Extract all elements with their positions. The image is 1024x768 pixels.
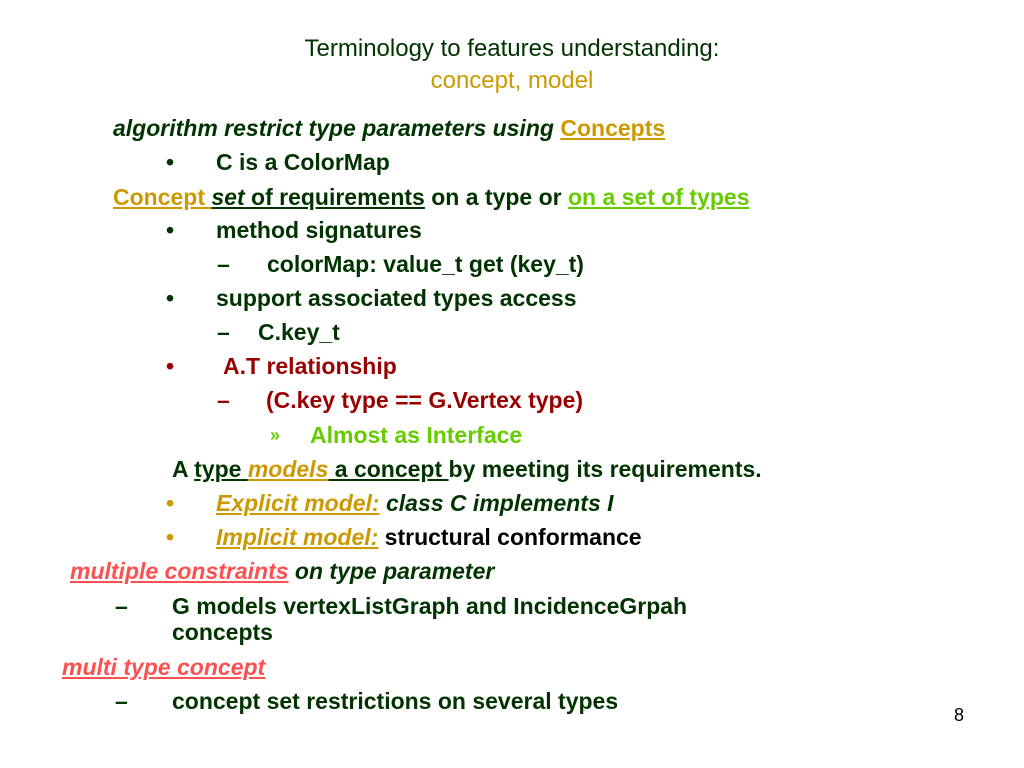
bullet-icon: • (166, 285, 175, 311)
dash-icon: – (115, 688, 128, 714)
multi-type-concept-link[interactable]: multi type concept (62, 654, 266, 680)
subbullet-text: C.key_t (258, 319, 340, 345)
set-of-types-link[interactable]: on a set of types (568, 184, 750, 210)
concept-link[interactable]: Concept (113, 184, 212, 210)
concepts-link[interactable]: Concepts (560, 115, 666, 141)
slide-title: Terminology to features understanding: (304, 35, 720, 62)
explicit-model-link[interactable]: Explicit model: (216, 490, 380, 516)
subbullet-text: colorMap: value_t get (key_t) (267, 251, 584, 277)
subbullet-text-1: G models vertexListGraph and IncidenceGr… (172, 593, 688, 619)
bullet-icon: • (166, 217, 175, 243)
bullet-text: method signatures (216, 217, 422, 243)
bullet-icon: • (166, 490, 175, 516)
subbullet-text-2: concepts (172, 619, 273, 645)
raquo-icon: » (270, 425, 281, 445)
line-algorithm: algorithm restrict type parameters using… (113, 114, 665, 142)
a-concept-link[interactable]: a concept (328, 456, 449, 482)
subsubbullet-text: Almost as Interface (310, 422, 523, 448)
bullet-text: A.T relationship (223, 353, 397, 379)
line-algorithm-text: algorithm restrict type parameters using (113, 115, 561, 141)
line-concept-set: Concept set of requirements on a type or… (113, 183, 749, 211)
bullet-text: C is a ColorMap (216, 149, 390, 175)
implicit-model-text: structural conformance (378, 524, 642, 550)
dash-icon: – (115, 593, 128, 619)
line-type-models: A type models a concept by meeting its r… (172, 455, 762, 483)
subbullet-text: concept set restrictions on several type… (172, 688, 619, 714)
bullet-icon: • (166, 149, 175, 175)
line-multiple-constraints: multiple constraints on type parameter (70, 557, 494, 585)
implicit-model-link[interactable]: Implicit model: (216, 524, 379, 550)
set-link[interactable]: set (211, 184, 245, 210)
slide-subtitle: concept, model (430, 67, 594, 94)
requirements-link[interactable]: of requirements (244, 184, 425, 210)
type-link[interactable]: type (194, 456, 248, 482)
page-number: 8 (953, 705, 964, 725)
line-on-type-parameter: on type parameter (288, 558, 495, 584)
line-a: A (172, 456, 195, 482)
subbullet-text: (C.key type == G.Vertex type) (266, 387, 584, 413)
explicit-model-text: class C implements I (379, 490, 614, 516)
line-concept-text: on a type or (424, 184, 568, 210)
dash-icon: – (217, 387, 230, 413)
bullet-icon: • (166, 353, 175, 379)
dash-icon: – (217, 319, 230, 345)
bullet-text: support associated types access (216, 285, 577, 311)
bullet-icon: • (166, 524, 175, 550)
line-requirements-text: by meeting its requirements. (448, 456, 762, 482)
models-link[interactable]: models (247, 456, 329, 482)
dash-icon: – (217, 251, 230, 277)
multiple-constraints-link[interactable]: multiple constraints (70, 558, 289, 584)
